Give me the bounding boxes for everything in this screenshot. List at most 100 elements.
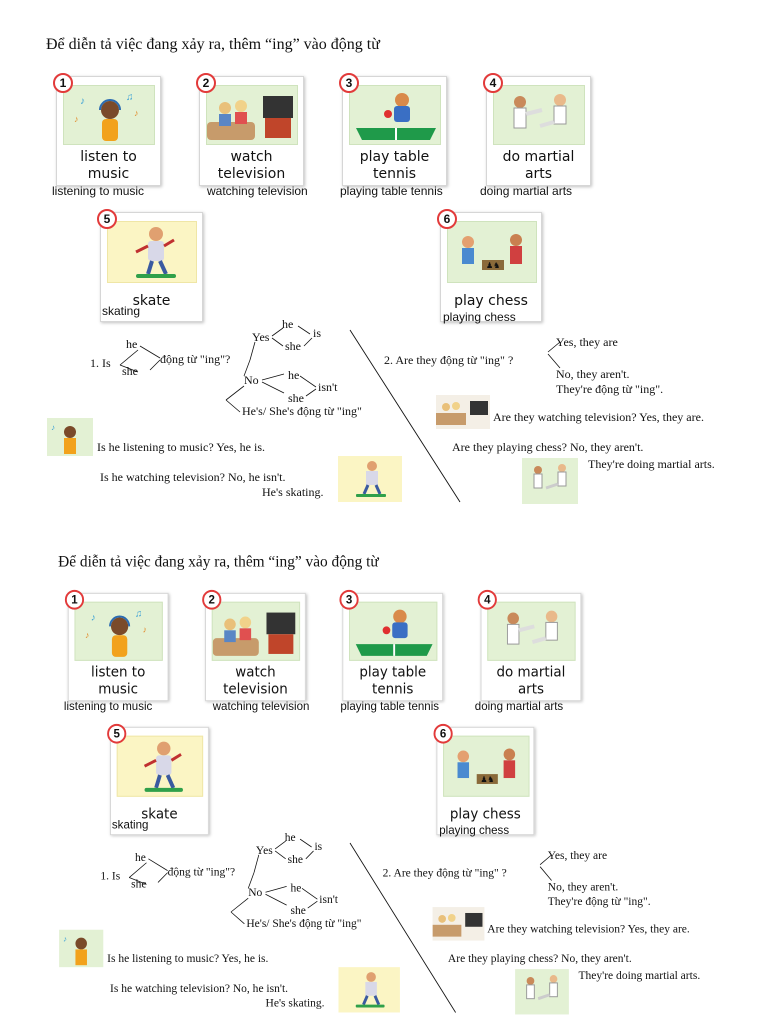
number-badge: 3 [339,589,359,610]
card-label-line1: play chess [449,806,521,823]
card-label-line1: play table [359,149,430,165]
svg-text:♪: ♪ [134,108,139,118]
card-label-line2: tennis [372,681,414,698]
card-label-line1: play chess [454,293,528,309]
yes-he: he [282,317,294,331]
number-badge: 4 [483,73,503,93]
ing-form-label: playing chess [443,310,516,324]
q1-prefix: 1. Is [90,356,111,370]
example-they-watching: Are they watching television? Yes, they … [493,410,704,424]
number-badge: 4 [477,589,497,610]
boy-skateboarding-thumb-icon [338,456,402,502]
q2-yes: Yes, they are [547,847,608,862]
no-isnt: isn't [319,892,338,907]
card-label-line1: watch [230,149,273,165]
svg-text:♪: ♪ [85,630,89,640]
example-skating: He's skating. [262,485,324,499]
example-skating: He's skating. [265,995,325,1010]
ing-form-label: skating [111,817,149,832]
card-skate: 5 skate [97,209,203,322]
ing-form-label: playing table tennis [340,699,440,714]
people-watching-tv-thumb-icon [436,395,490,429]
yes-is: is [313,326,322,340]
card-label-line1: watch [235,664,276,681]
card-watch-television: 2 watch television [202,589,306,702]
card-label-line1: listen to [80,149,137,165]
number-badge: 2 [202,589,222,610]
svg-text:♪: ♪ [91,612,96,623]
card-play-table-tennis: 3 play table tennis [339,589,444,702]
ing-form-label: playing table tennis [340,184,443,198]
q1-prefix: 1. Is [100,868,121,883]
example-watching: Is he watching television? No, he isn't. [100,470,286,484]
q1-he: he [134,849,146,864]
svg-text:♪: ♪ [51,423,55,432]
number-badge: 6 [437,209,457,229]
no-he: he [288,368,300,382]
kids-martial-arts-thumb-icon [515,969,569,1015]
no-isnt: isn't [318,380,338,394]
card-watch-television: 2 watch television [196,73,304,186]
number-badge: 5 [97,209,117,229]
kids-playing-chess-illustration: ♟♞ [443,735,530,797]
card-listen-to-music: ♪ ♫ ♪ ♪ 1 listen to music [53,73,161,186]
q2-question: 2. Are they động từ "ing" ? [382,865,507,880]
no-branch: No [248,885,263,900]
q1-verb: động từ "ing"? [167,864,236,879]
card-play-chess: ♟♞ 6 play chess [433,723,535,836]
q2-yes: Yes, they are [556,335,618,349]
example-they-chess: Are they playing chess? No, they aren't. [452,440,644,454]
boy-listening-music-thumb-icon: ♪ [47,418,93,456]
q1-he: he [126,337,138,351]
boy-listening-music-illustration: ♪ ♫ ♪ ♪ [74,601,163,661]
card-label-line2: television [223,681,288,698]
kids-martial-arts-illustration [487,601,576,661]
card-label-line1: skate [132,293,171,309]
number-badge: 5 [107,723,127,744]
example-they-chess: Are they playing chess? No, they aren't. [447,951,632,966]
svg-text:♫: ♫ [135,608,142,619]
card-listen-to-music: ♪ ♫ ♪ ♪ 1 listen to music [64,589,169,702]
card-label-line2: television [217,166,286,182]
ing-form-label: watching television [212,699,310,714]
worksheet-section-1: Để diễn tả việc đang xảy ra, thêm “ing” … [0,0,768,504]
number-badge: 3 [339,73,359,93]
ing-form-label: doing martial arts [474,699,564,714]
example-listening: Is he listening to music? Yes, he is. [97,440,265,454]
ing-form-label: listening to music [52,184,145,198]
svg-text:♪: ♪ [80,96,85,107]
boy-listening-music-thumb-icon: ♪ [59,929,104,968]
q2-no: No, they aren't. [547,879,619,894]
card-label-line2: arts [517,681,544,698]
kids-playing-chess-illustration: ♟♞ [447,221,537,283]
kids-martial-arts-thumb-icon [522,458,578,504]
yes-branch: Yes [252,330,270,344]
page-heading: Để diễn tả việc đang xảy ra, thêm “ing” … [46,36,380,53]
no-branch: No [244,373,259,387]
q2-no: No, they aren't. [556,367,630,381]
boy-skateboarding-illustration [116,735,204,797]
yes-she: she [287,851,303,866]
svg-text:♟♞: ♟♞ [481,775,495,784]
svg-text:♪: ♪ [63,934,67,943]
ing-form-label: listening to music [63,699,153,714]
no-she: she [288,391,304,405]
card-label-line2: tennis [372,166,417,182]
svg-text:♪: ♪ [143,624,147,634]
q1-verb: động từ "ing"? [160,352,231,366]
hes-shes-verb: He's/ She's động từ "ing" [246,915,362,930]
card-label-line1: do martial [502,149,575,165]
q2-theyre: They're động từ "ing". [556,382,664,396]
svg-text:♟♞: ♟♞ [486,261,500,270]
worksheet-section-2: Để diễn tả việc đang xảy ra, thêm “ing” … [14,518,751,1015]
card-label-line1: skate [141,806,178,823]
card-play-table-tennis: 3 play table tennis [339,73,447,186]
yes-he: he [284,830,296,845]
yes-branch: Yes [255,843,273,857]
card-label-line2: music [87,166,130,182]
card-label-line1: listen to [91,664,146,681]
number-badge: 1 [53,73,73,93]
card-play-chess: ♟♞ 6 play chess [437,209,542,322]
boy-listening-music-illustration: ♪ ♫ ♪ ♪ [63,85,155,145]
example-they-watching: Are they watching television? Yes, they … [487,921,690,936]
